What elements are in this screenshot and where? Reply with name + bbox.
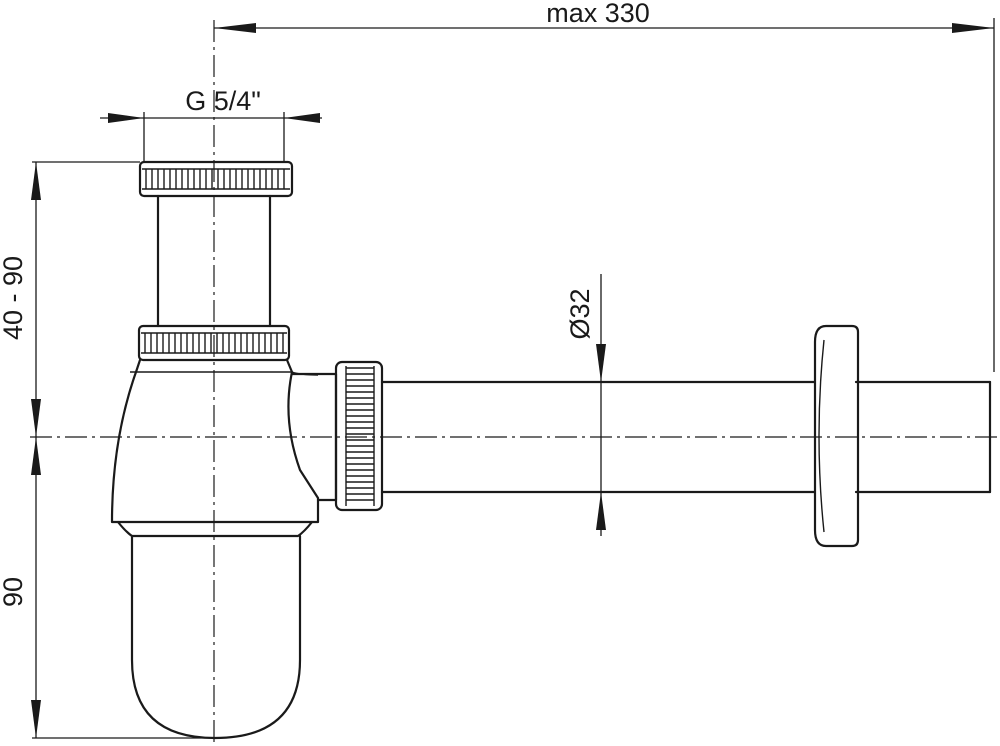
wall-rosette <box>813 324 860 548</box>
thread-size-label: G 5/4" <box>185 86 261 116</box>
dimension-inlet-height <box>31 161 140 437</box>
top-nut <box>138 160 294 198</box>
dimension-thread <box>100 112 322 162</box>
max-length-label: max 330 <box>546 0 650 28</box>
dimension-max-length <box>214 18 995 372</box>
inlet-height-label: 40 - 90 <box>0 256 28 340</box>
middle-nut <box>137 324 291 362</box>
trap-body <box>110 358 320 524</box>
dimension-pipe-diameter <box>596 274 606 536</box>
dimension-bowl-depth <box>31 437 214 739</box>
outlet-connector <box>290 360 384 512</box>
bowl-depth-label: 90 <box>0 577 28 607</box>
tailpiece-tube <box>156 194 272 328</box>
pipe-diameter-label: Ø32 <box>565 288 595 339</box>
bottle-cup <box>116 520 314 740</box>
outlet-pipe <box>380 380 992 494</box>
